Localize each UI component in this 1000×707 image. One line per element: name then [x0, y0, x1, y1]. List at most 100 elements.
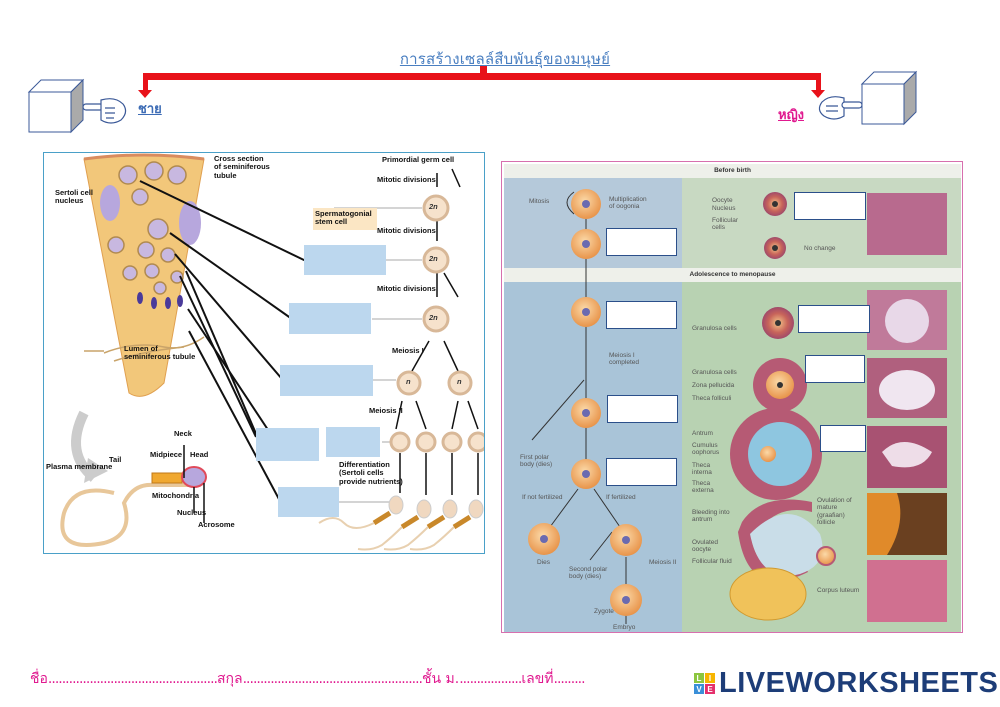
- label-meiosis2: Meiosis II: [649, 559, 677, 566]
- label-mitotic-divisions: Mitotic divisions: [377, 226, 436, 235]
- ploidy-label: n: [457, 377, 462, 386]
- label-head: Head: [190, 450, 209, 459]
- pointing-hand-icon: [82, 98, 127, 124]
- cube-hand-female: [818, 70, 918, 126]
- label-mitosis: Mitosis: [529, 198, 550, 205]
- male-answer-box-4[interactable]: [256, 428, 319, 461]
- label-antrum: Antrum: [692, 430, 713, 437]
- section-before-birth: Before birth: [504, 164, 961, 178]
- number-label: เลขที่: [521, 671, 554, 687]
- follicles: [729, 192, 836, 621]
- female-answer-box-1[interactable]: [606, 228, 677, 256]
- male-answer-box-6[interactable]: [278, 487, 339, 517]
- label-granulosa-cells: Granulosa cells: [692, 325, 737, 332]
- female-answer-box-3[interactable]: [606, 301, 677, 329]
- germ-cells: [107, 161, 187, 295]
- label-primordial-germ-cell: Primordial germ cell: [382, 155, 455, 164]
- liveworksheets-logo: L I V E LIVEWORKSHEETS: [694, 667, 998, 700]
- label-theca-interna: Theca interna: [692, 462, 712, 477]
- logo-tile: E: [705, 684, 715, 694]
- label-multiplication-oogonia: Multiplication of oogonia: [609, 196, 647, 211]
- class-label: ชั้น ม.: [422, 671, 460, 687]
- arrow-down-icon: [811, 90, 825, 98]
- sperm-midpiece: [151, 472, 183, 484]
- ploidy-label: 2n: [429, 313, 438, 322]
- label-nucleus: Nucleus: [177, 508, 207, 517]
- sperm-tail: [60, 482, 194, 547]
- female-answer-box-8[interactable]: [606, 458, 677, 486]
- spermatogenesis-panel: Cross section of seminiferous tubule Ser…: [43, 152, 485, 554]
- surname-label: สกุล: [216, 671, 243, 687]
- logo-text: LIVEWORKSHEETS: [719, 667, 999, 699]
- label-lumen: Lumen of seminiferous tubule: [124, 344, 196, 362]
- label-theca-folliculi: Theca folliculi: [692, 395, 732, 402]
- female-answer-box-2[interactable]: [794, 192, 866, 220]
- name-label: ชื่อ: [30, 671, 48, 687]
- label-first-polar-body: First polar body (dies): [520, 454, 553, 469]
- label-acrosome: Acrosome: [198, 520, 235, 529]
- female-label: หญิง: [778, 108, 804, 123]
- male-label: ชาย: [138, 102, 162, 117]
- bracket-bar: [143, 73, 821, 80]
- cube-icon: [27, 78, 85, 134]
- pointer-lines: [139, 180, 307, 502]
- label-meiosis1-completed: Meiosis I completed: [609, 352, 639, 367]
- label-plasma-membrane: Plasma membrane: [46, 462, 113, 471]
- label-fertilized: If fertilized: [606, 494, 636, 501]
- cube-hand-male: [27, 78, 127, 134]
- number-field[interactable]: .........: [553, 671, 586, 687]
- pointing-hand-icon: [818, 96, 863, 120]
- worksheet-title: การสร้างเซลล์สืบพันธุ์ของมนุษย์: [399, 50, 611, 68]
- stem-cell-label-bg: [313, 208, 377, 230]
- label-follicular-fluid: Follicular fluid: [692, 558, 732, 565]
- arrow-down-icon: [138, 90, 152, 98]
- label-ovulation: Ovulation of mature (graafian) follicle: [817, 497, 852, 527]
- label-zona-pellucida: Zona pellucida: [692, 382, 735, 389]
- ploidy-label: 2n: [429, 202, 438, 211]
- label-tail: Tail: [109, 455, 122, 464]
- name-field[interactable]: ........................................…: [47, 671, 218, 687]
- female-answer-box-7[interactable]: [820, 425, 866, 452]
- female-answer-box-5[interactable]: [805, 355, 865, 383]
- micrograph-primordial: [867, 193, 947, 255]
- spermatogenesis-illustration: [60, 153, 484, 551]
- bracket-right-leg: [816, 73, 821, 93]
- label-mitochondria: Mitochondria: [152, 491, 200, 500]
- student-info-line: ชื่อ....................................…: [30, 668, 586, 690]
- label-spermatogonial-stem-cell: Spermatogonial stem cell: [315, 209, 372, 227]
- male-answer-box-5[interactable]: [326, 427, 380, 457]
- label-neck: Neck: [174, 429, 192, 438]
- label-no-change: No change: [804, 245, 836, 252]
- label-differentiation: Differentiation (Sertoli cells provide n…: [339, 460, 403, 486]
- sperm-head: [181, 466, 207, 488]
- label-meiosis-2: Meiosis II: [369, 406, 403, 415]
- logo-tile: L: [694, 673, 704, 683]
- label-nucleus: Nucleus: [712, 205, 736, 212]
- logo-tile: V: [694, 684, 704, 694]
- female-answer-box-6[interactable]: [607, 395, 678, 423]
- oogenesis-illustration: [528, 189, 947, 624]
- haploid-cells: [389, 370, 484, 453]
- label-cumulus-oophorus: Cumulus oophorus: [692, 442, 720, 457]
- logo-tile: I: [705, 673, 715, 683]
- label-second-polar-body: Second polar body (dies): [569, 566, 608, 581]
- label-bleeding-antrum: Bleeding into antrum: [692, 509, 730, 524]
- ploidy-label: n: [406, 377, 411, 386]
- label-mitotic-divisions: Mitotic divisions: [377, 284, 436, 293]
- label-follicular-cells: Follicular cells: [712, 217, 739, 232]
- label-oocyte: Oocyte: [712, 197, 733, 204]
- male-answer-box-1[interactable]: [304, 245, 386, 275]
- label-meiosis-1: Meiosis I: [392, 346, 424, 355]
- cube-icon: [860, 70, 918, 126]
- ploidy-label: 2n: [429, 254, 438, 263]
- label-midpiece: Midpiece: [150, 450, 183, 459]
- female-answer-box-4[interactable]: [798, 305, 870, 333]
- division-arrows: [395, 168, 479, 495]
- label-granulosa-cells: Granulosa cells: [692, 369, 737, 376]
- class-field[interactable]: ..................: [459, 671, 522, 687]
- surname-field[interactable]: ........................................…: [242, 671, 423, 687]
- male-answer-box-3[interactable]: [280, 365, 373, 396]
- bracket-stem: [480, 66, 487, 76]
- label-not-fertilized: If not fertilized: [522, 494, 563, 501]
- male-answer-box-2[interactable]: [289, 303, 371, 334]
